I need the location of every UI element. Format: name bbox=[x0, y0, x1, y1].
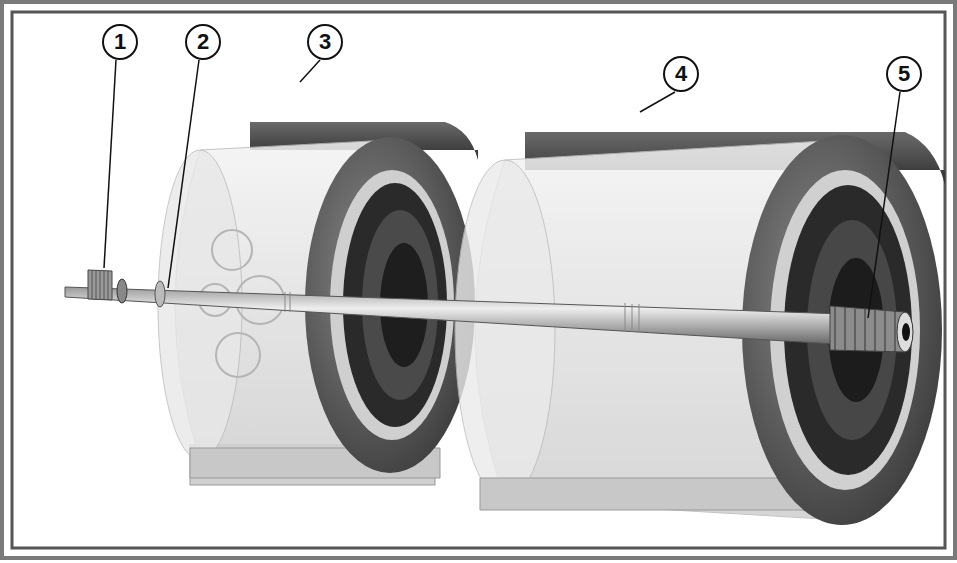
callout-number: 3 bbox=[319, 31, 331, 53]
shaft bbox=[65, 270, 913, 352]
callout-number: 4 bbox=[675, 63, 687, 85]
callout-number: 1 bbox=[114, 31, 126, 53]
callout-number: 2 bbox=[197, 31, 209, 53]
callout-circle: 3 bbox=[307, 24, 343, 60]
callout-circle: 5 bbox=[886, 56, 922, 92]
callout-number: 5 bbox=[898, 63, 910, 85]
callout-circle: 2 bbox=[185, 24, 221, 60]
frame-inner bbox=[12, 12, 945, 548]
callout-circle: 1 bbox=[102, 24, 138, 60]
callout-circle: 4 bbox=[663, 56, 699, 92]
leader-lines bbox=[104, 60, 900, 318]
